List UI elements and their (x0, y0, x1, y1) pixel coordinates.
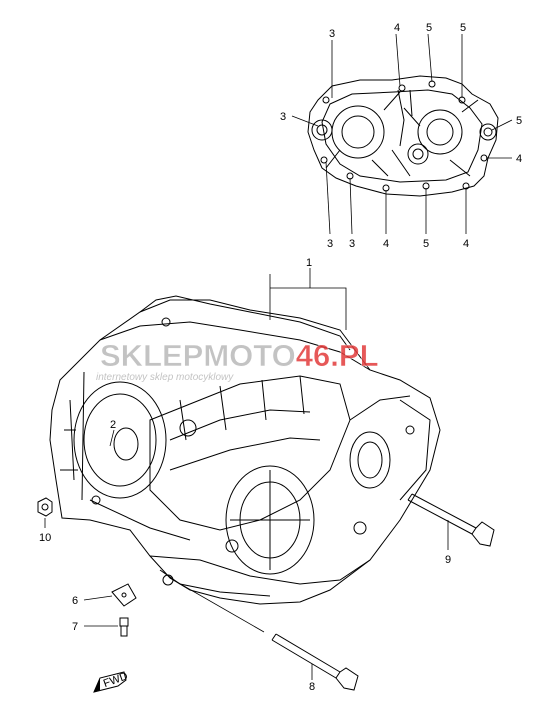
crankcase-bolt-layout-view (307, 75, 499, 197)
callout-leader-8 (169, 577, 313, 680)
callout-3-top-a: 3 (329, 28, 335, 40)
callout-2: 2 (110, 419, 116, 431)
watermark: SKLEPMOTO46.PL internetowy sklep motocyk… (96, 338, 379, 383)
callout-9: 9 (445, 554, 451, 566)
front-direction-arrow: FWD (93, 670, 130, 693)
crankcase-assembly (49, 295, 441, 605)
callout-4-top: 4 (394, 22, 400, 34)
bolt-part-7 (119, 617, 129, 637)
callout-5-right: 5 (516, 115, 522, 127)
callout-8: 8 (309, 681, 315, 693)
bolt-part-8 (271, 633, 359, 691)
callout-4-bottom-b: 4 (463, 238, 469, 250)
svg-text:SKLEPMOTO46.PL: SKLEPMOTO46.PL (100, 338, 379, 373)
callout-leader-6 (83, 595, 113, 601)
watermark-brand-part3: 46.PL (296, 338, 379, 373)
watermark-tagline: internetowy sklep motocyklowy (96, 372, 234, 383)
callout-5-top-a: 5 (426, 22, 432, 34)
watermark-brand-part1: SKLEP (100, 338, 203, 373)
callout-leader-1 (269, 268, 347, 330)
callout-4-right: 4 (516, 153, 522, 165)
callout-6: 6 (72, 595, 78, 607)
callout-1: 1 (306, 257, 312, 269)
bolt-part-9 (407, 493, 495, 547)
callout-7: 7 (72, 621, 78, 633)
callout-3-bottom-a: 3 (327, 238, 333, 250)
callout-labels-top: 3 4 5 5 3 5 4 3 3 4 5 4 (280, 22, 522, 250)
nut-part-10 (37, 497, 53, 517)
callout-10: 10 (39, 532, 51, 544)
callout-3-left: 3 (280, 111, 286, 123)
callout-5-bottom: 5 (423, 238, 429, 250)
watermark-brand-part2: MOTO (203, 338, 295, 373)
callout-leaders-top (291, 33, 513, 235)
callout-3-bottom-b: 3 (349, 238, 355, 250)
callout-5-top-b: 5 (460, 22, 466, 34)
callout-4-bottom-a: 4 (383, 238, 389, 250)
plate-part-6 (111, 583, 137, 607)
callout-leader-2 (109, 429, 115, 447)
